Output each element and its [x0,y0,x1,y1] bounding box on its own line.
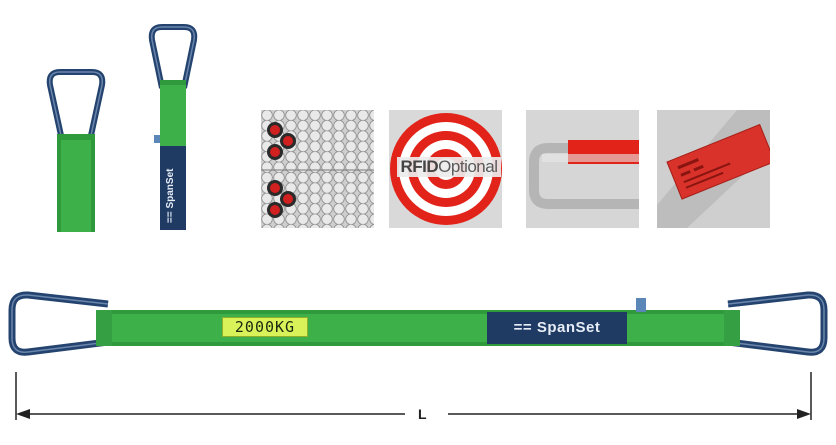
edge-protection-icon [526,110,639,228]
fiber-cross-section-tile [261,110,374,228]
label-tag-tile [657,110,770,228]
rfid-tile: RFIDOptional [389,110,502,228]
fiber-pattern-icon [261,110,374,228]
rfid-label-rest: Optional [438,157,498,176]
arrow-right-icon [797,409,811,419]
rfid-label-bold: RFID [400,157,439,176]
length-dimension-label: L [418,406,427,422]
sleeve-edge-tile [526,110,639,228]
arrow-left-icon [16,409,30,419]
label-tag-icon [657,110,770,228]
sleeve-brand-vertical: == SpanSet [165,168,176,224]
dimension-line [15,372,812,420]
sleeve-brand: == SpanSet [513,319,601,336]
load-capacity-label: 2000KG [222,317,308,337]
sling-vertical-short [46,69,106,232]
rfid-label: RFIDOptional [397,157,501,177]
sling-horizontal [8,291,828,356]
sling-vertical-tall [148,24,198,230]
core-strands-icon [267,122,296,218]
